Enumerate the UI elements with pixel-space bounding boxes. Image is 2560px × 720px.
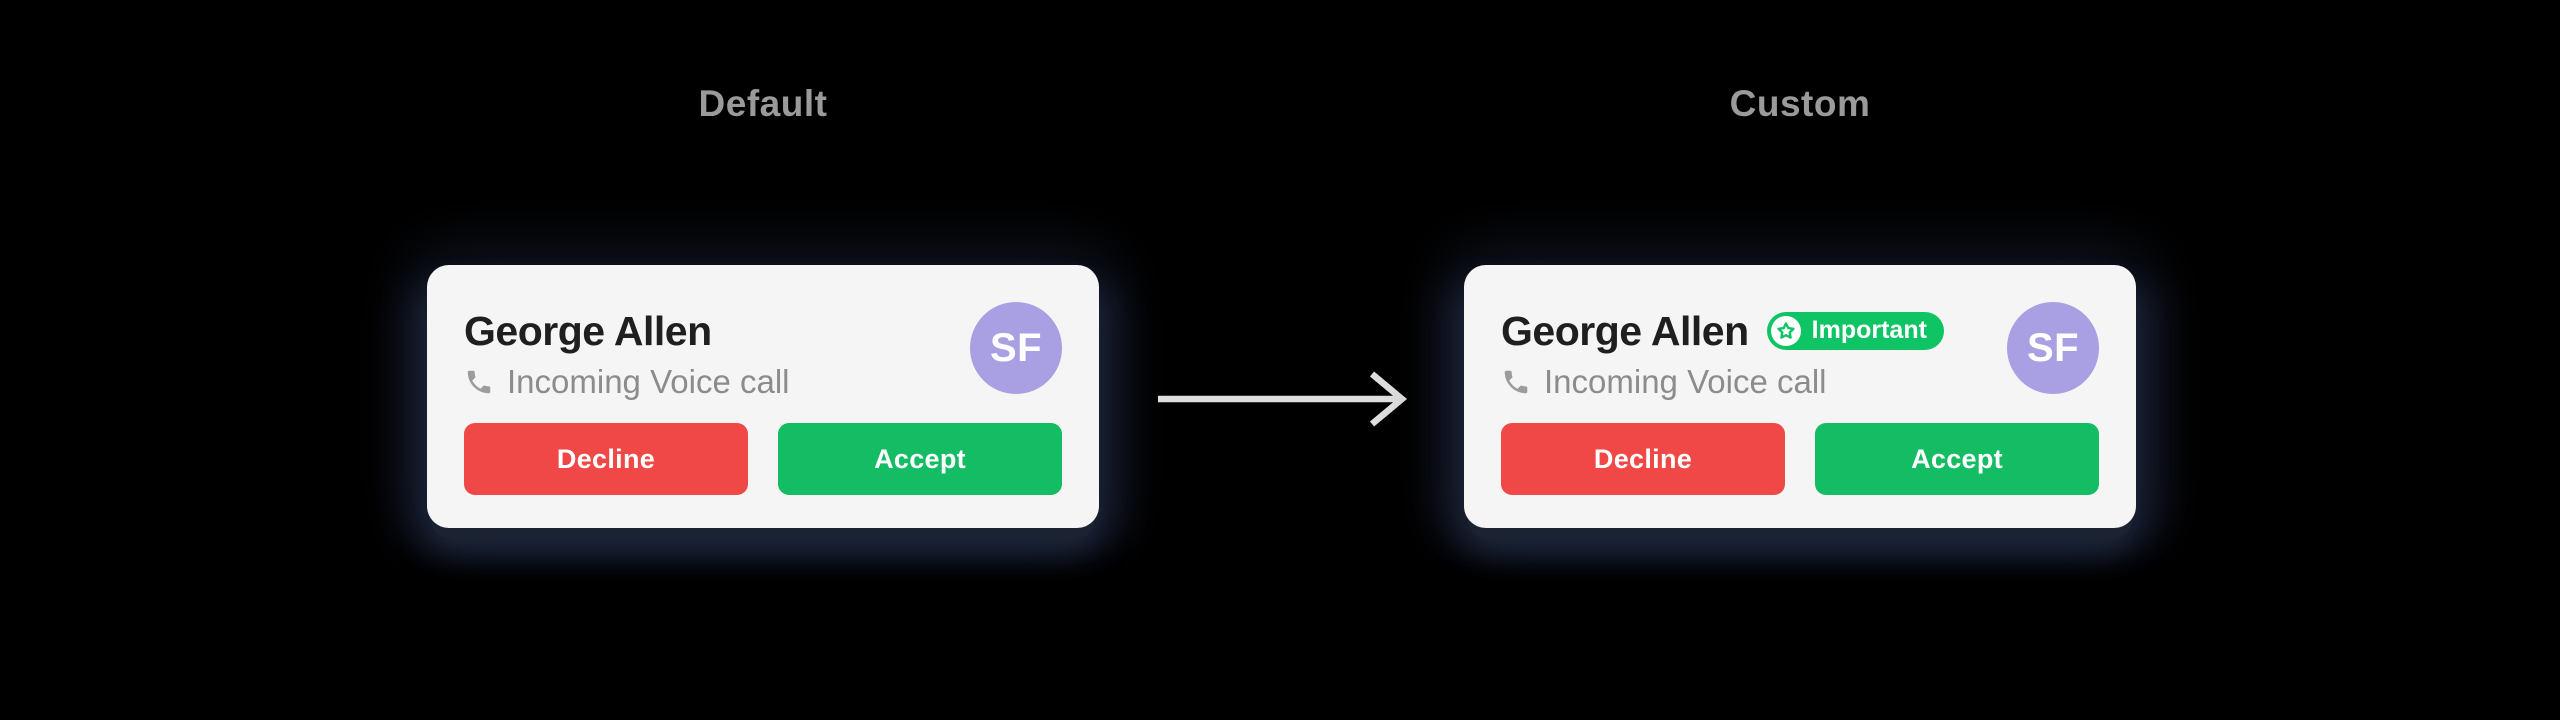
call-type-label: Incoming Voice call [1544, 363, 1827, 400]
accept-button[interactable]: Accept [778, 423, 1062, 495]
phone-handset-icon [1501, 367, 1531, 397]
incoming-call-card-custom: George Allen Important Incoming Voice ca… [1464, 265, 2136, 528]
caller-name-row: George Allen Important [1501, 307, 2099, 354]
decline-button[interactable]: Decline [1501, 423, 1785, 495]
call-type-label: Incoming Voice call [507, 363, 790, 400]
call-type-row: Incoming Voice call [1501, 362, 2099, 402]
avatar: SF [2007, 302, 2099, 394]
caller-name: George Allen [464, 307, 712, 354]
caller-name-row: George Allen [464, 307, 1062, 354]
incoming-call-card-default: George Allen Incoming Voice call SF Decl… [427, 265, 1099, 528]
caller-name: George Allen [1501, 307, 1749, 354]
badge-label: Important [1811, 315, 1927, 344]
decline-button[interactable]: Decline [464, 423, 748, 495]
section-title-default: Default [698, 83, 828, 124]
right-arrow-icon [1158, 371, 1408, 427]
call-actions-row: Decline Accept [464, 423, 1062, 495]
transition-arrow [1156, 367, 1408, 431]
phone-handset-icon [464, 367, 494, 397]
call-actions-row: Decline Accept [1501, 423, 2099, 495]
important-badge: Important [1766, 312, 1944, 350]
accept-button[interactable]: Accept [1815, 423, 2099, 495]
star-icon [1770, 316, 1801, 346]
section-title-custom: Custom [1729, 83, 1871, 124]
avatar: SF [970, 302, 1062, 394]
call-type-row: Incoming Voice call [464, 362, 1062, 402]
